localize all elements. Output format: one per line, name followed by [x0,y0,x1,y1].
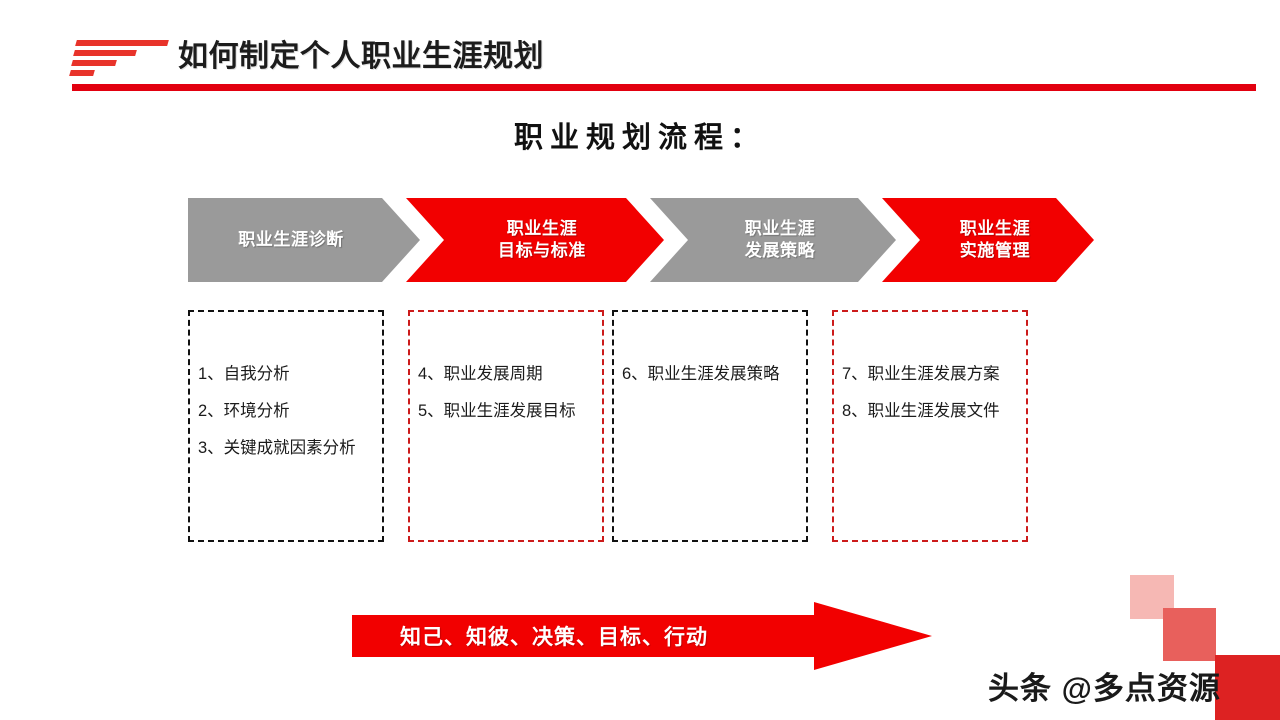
process-chevron-row: 职业生涯诊断 职业生涯目标与标准 职业生涯发展策略 职业生涯实施管理 [188,198,1094,282]
header-divider-rule [72,84,1256,91]
detail-box-4: 7、职业生涯发展方案 8、职业生涯发展文件 [832,310,1028,542]
detail-item: 7、职业生涯发展方案 [842,365,1000,383]
process-step-1-label: 职业生涯诊断 [238,230,344,249]
detail-item: 1、自我分析 [198,365,290,383]
page-title: 如何制定个人职业生涯规划 [178,40,544,73]
detail-box-3: 6、职业生涯发展策略 [612,310,808,542]
detail-item: 4、职业发展周期 [418,365,543,383]
detail-item: 3、关键成就因素分析 [198,439,356,457]
detail-item: 2、环境分析 [198,402,290,420]
process-step-2-label: 职业生涯目标与标准 [498,219,586,260]
process-step-2[interactable]: 职业生涯目标与标准 [406,198,664,282]
watermark-text: 头条 @多点资源 [988,671,1221,706]
logo-bar-1 [75,40,169,46]
summary-arrow-label: 知己、知彼、决策、目标、行动 [400,626,708,649]
logo-bar-2 [73,50,137,56]
process-step-4[interactable]: 职业生涯实施管理 [882,198,1094,282]
detail-item: 6、职业生涯发展策略 [622,365,780,383]
process-step-4-label: 职业生涯实施管理 [959,219,1031,260]
process-step-3[interactable]: 职业生涯发展策略 [650,198,896,282]
summary-arrow: 知己、知彼、决策、目标、行动 [352,602,932,670]
logo-bar-4 [69,70,95,76]
detail-item: 5、职业生涯发展目标 [418,402,576,420]
process-step-3-label: 职业生涯发展策略 [744,219,816,260]
detail-item: 8、职业生涯发展文件 [842,402,1000,420]
decor-square-mid [1163,608,1216,661]
detail-box-1: 1、自我分析 2、环境分析 3、关键成就因素分析 [188,310,384,542]
logo-bar-3 [71,60,117,66]
decor-square-dark [1215,655,1280,720]
process-step-1[interactable]: 职业生涯诊断 [188,198,420,282]
section-title: 职业规划流程： [513,122,766,154]
slide-header: 如何制定个人职业生涯规划 [0,0,1280,100]
detail-box-2: 4、职业发展周期 5、职业生涯发展目标 [408,310,604,542]
stacked-bars-logo-icon [69,38,170,76]
